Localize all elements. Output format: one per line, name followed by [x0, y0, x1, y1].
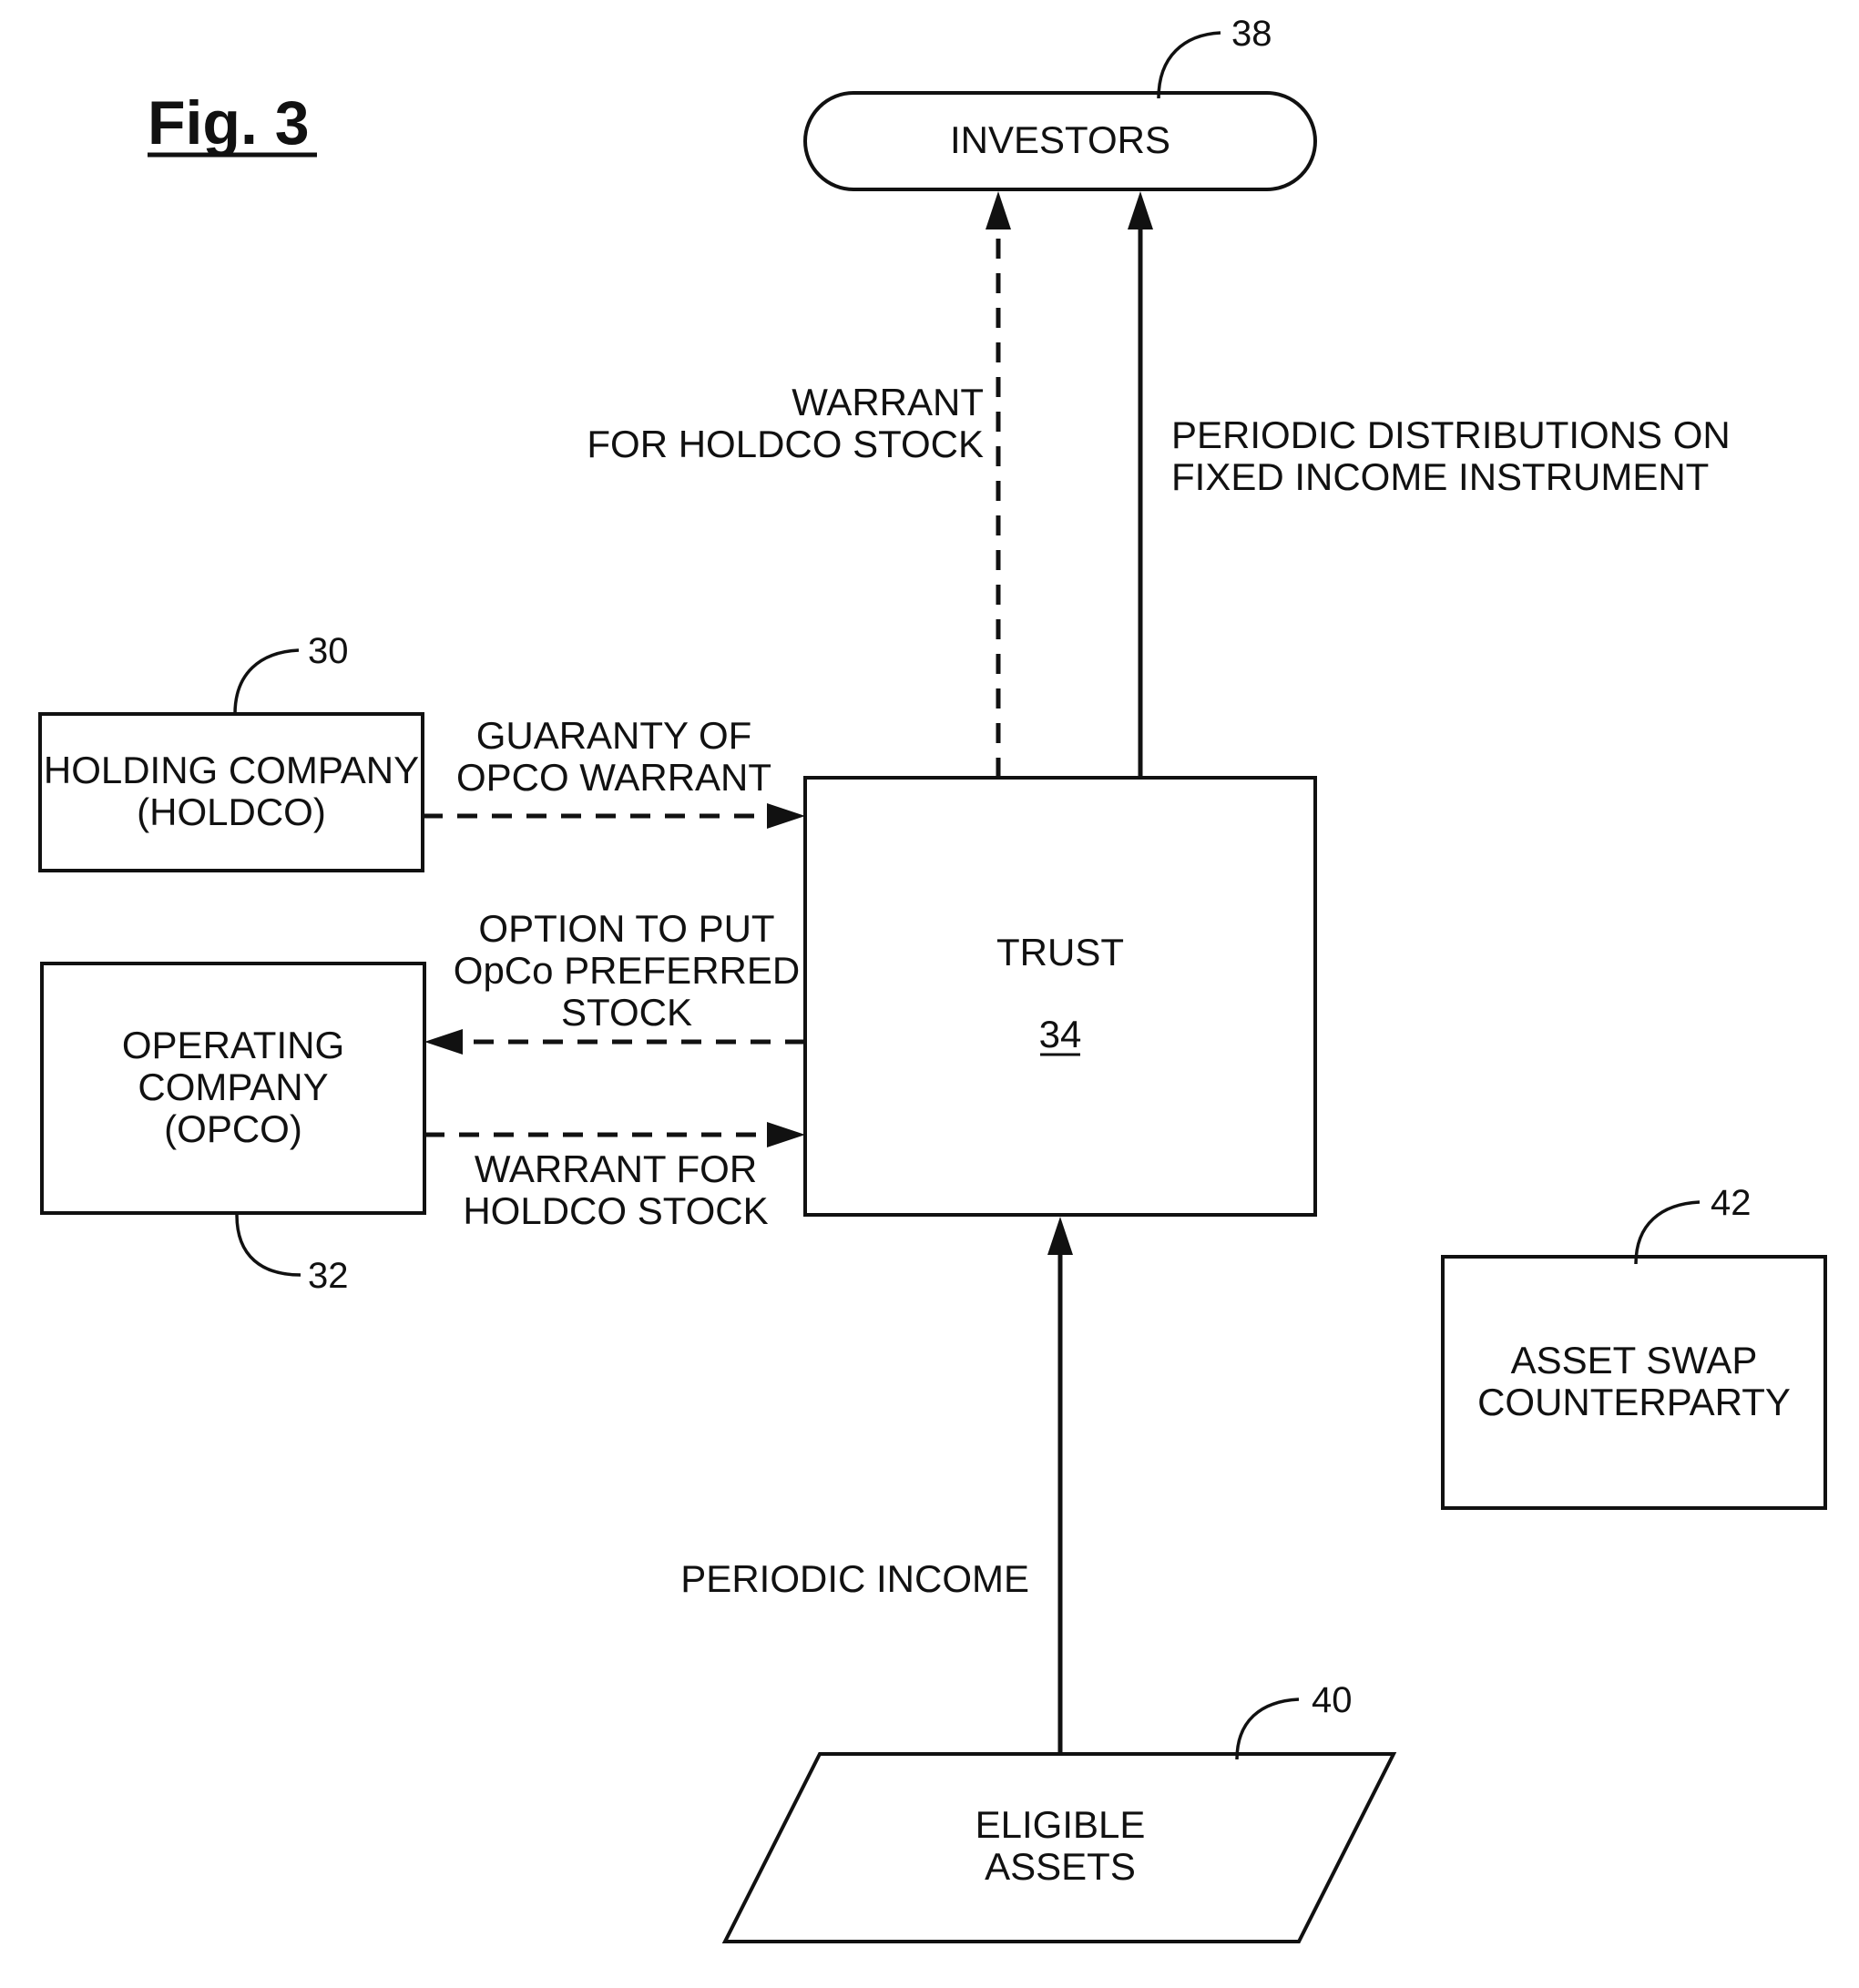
trust-label: TRUST	[996, 931, 1124, 974]
investors-node: INVESTORS	[805, 93, 1315, 189]
holdco-label-line2: (HOLDCO)	[137, 790, 326, 833]
opco-label-line2: COMPANY	[138, 1065, 328, 1108]
eligible-assets-ref-number: 40	[1312, 1680, 1353, 1720]
warrant-from-opco-label-line2: HOLDCO STOCK	[463, 1189, 768, 1232]
investors-ref-number: 38	[1231, 14, 1272, 54]
eligible-assets-label-line2: ASSETS	[985, 1845, 1136, 1888]
investors-ref-leader	[1159, 33, 1221, 98]
option-to-put-label-line2: OpCo PREFERRED	[454, 949, 800, 992]
trust-number: 34	[1039, 1013, 1082, 1055]
periodic-distributions-arrow	[1128, 191, 1153, 778]
opco-label-line1: OPERATING	[122, 1024, 344, 1066]
asset-swap-ref-leader	[1636, 1202, 1700, 1264]
warrant-to-investors-label-line2: FOR HOLDCO STOCK	[587, 423, 984, 465]
guaranty-label-line1: GUARANTY OF	[476, 714, 752, 757]
eligible-assets-label-line1: ELIGIBLE	[975, 1803, 1146, 1846]
holdco-label-line1: HOLDING COMPANY	[44, 749, 419, 791]
warrant-from-opco-label-line1: WARRANT FOR	[475, 1147, 757, 1190]
holdco-ref-leader	[235, 650, 299, 714]
figure-title: Fig. 3	[148, 88, 310, 158]
opco-ref-leader	[237, 1215, 301, 1275]
opco-label-line3: (OPCO)	[164, 1107, 302, 1150]
warrant-to-investors-arrow	[986, 191, 1011, 778]
warrant-to-investors-label-line1: WARRANT	[792, 381, 984, 423]
asset-swap-ref-number: 42	[1711, 1183, 1752, 1223]
periodic-distributions-label-line1: PERIODIC DISTRIBUTIONS ON	[1171, 413, 1731, 456]
asset-swap-label-line1: ASSET SWAP	[1511, 1339, 1758, 1381]
asset-swap-label-line2: COUNTERPARTY	[1477, 1381, 1791, 1423]
eligible-assets-ref-leader	[1237, 1699, 1299, 1759]
eligible-assets-node: ELIGIBLE ASSETS	[725, 1754, 1394, 1942]
guaranty-arrow	[423, 803, 805, 829]
periodic-income-arrow	[1047, 1217, 1073, 1754]
holdco-ref-number: 30	[308, 631, 349, 671]
asset-swap-counterparty-node: ASSET SWAP COUNTERPARTY	[1443, 1257, 1825, 1508]
trust-node: TRUST 34	[805, 778, 1315, 1215]
periodic-distributions-label-line2: FIXED INCOME INSTRUMENT	[1171, 455, 1709, 498]
opco-node: OPERATING COMPANY (OPCO)	[42, 963, 424, 1213]
guaranty-label-line2: OPCO WARRANT	[456, 756, 771, 799]
opco-ref-number: 32	[308, 1256, 349, 1296]
option-to-put-label-line1: OPTION TO PUT	[478, 907, 774, 950]
periodic-income-label: PERIODIC INCOME	[680, 1557, 1029, 1600]
option-to-put-label-line3: STOCK	[561, 991, 692, 1034]
holdco-node: HOLDING COMPANY (HOLDCO)	[40, 714, 423, 871]
investors-label: INVESTORS	[950, 118, 1170, 161]
warrant-from-opco-arrow	[424, 1122, 805, 1147]
